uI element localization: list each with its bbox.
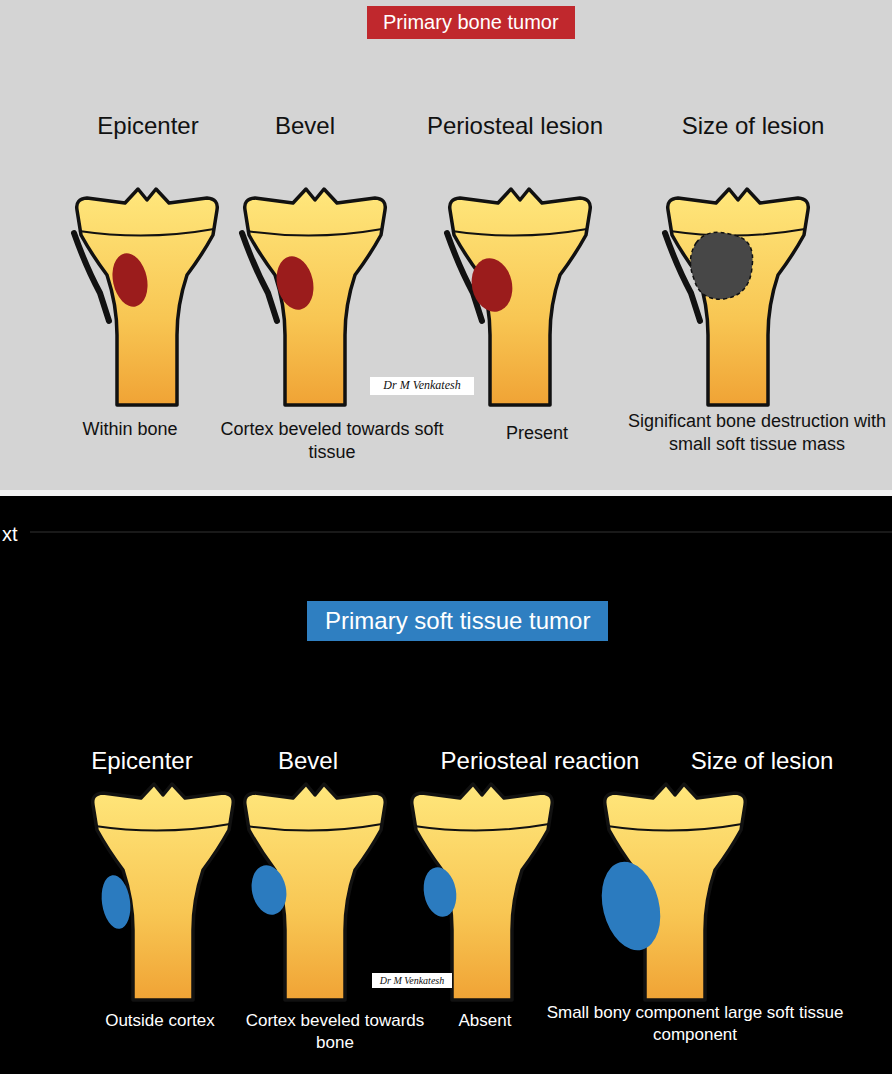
bone-periosteal <box>412 784 553 1000</box>
column-heading: Bevel <box>235 110 375 141</box>
divider-line <box>30 532 892 533</box>
watermark: Dr M Venkatesh <box>370 377 474 395</box>
panel-divider <box>0 490 892 496</box>
caption: Significant bone destruction with small … <box>625 410 889 457</box>
caption: Cortex beveled towards bone <box>230 1010 440 1054</box>
bone-epicenter <box>74 189 217 405</box>
column-heading: Periosteal reaction <box>422 745 658 776</box>
column-heading: Bevel <box>243 745 373 776</box>
bone-size <box>665 189 808 405</box>
caption: Within bone <box>50 418 210 441</box>
top-panel <box>0 0 892 490</box>
title-text: Primary soft tissue tumor <box>325 607 590 635</box>
caption: Small bony component large soft tissue c… <box>545 1002 845 1046</box>
column-heading: Epicenter <box>42 745 242 776</box>
caption: Absent <box>445 1010 525 1032</box>
bone-periosteal <box>447 189 590 405</box>
column-heading: Periosteal lesion <box>400 110 630 141</box>
title-box: Primary bone tumor <box>367 6 575 39</box>
column-heading: Size of lesion <box>658 110 848 141</box>
column-heading: Size of lesion <box>672 745 852 776</box>
caption: Present <box>477 422 597 445</box>
title-text: Primary bone tumor <box>383 11 559 34</box>
watermark: Dr M Venkatesh <box>372 973 452 988</box>
title-box: Primary soft tissue tumor <box>307 601 608 641</box>
caption: Cortex beveled towards soft tissue <box>217 418 447 465</box>
cut-off-text: xt <box>2 521 42 547</box>
caption: Outside cortex <box>85 1010 235 1032</box>
bone-bevel <box>245 784 386 1000</box>
bone-bevel <box>242 189 385 405</box>
bone-size <box>593 784 745 1000</box>
column-heading: Epicenter <box>48 110 248 141</box>
bone-epicenter <box>93 784 234 1000</box>
